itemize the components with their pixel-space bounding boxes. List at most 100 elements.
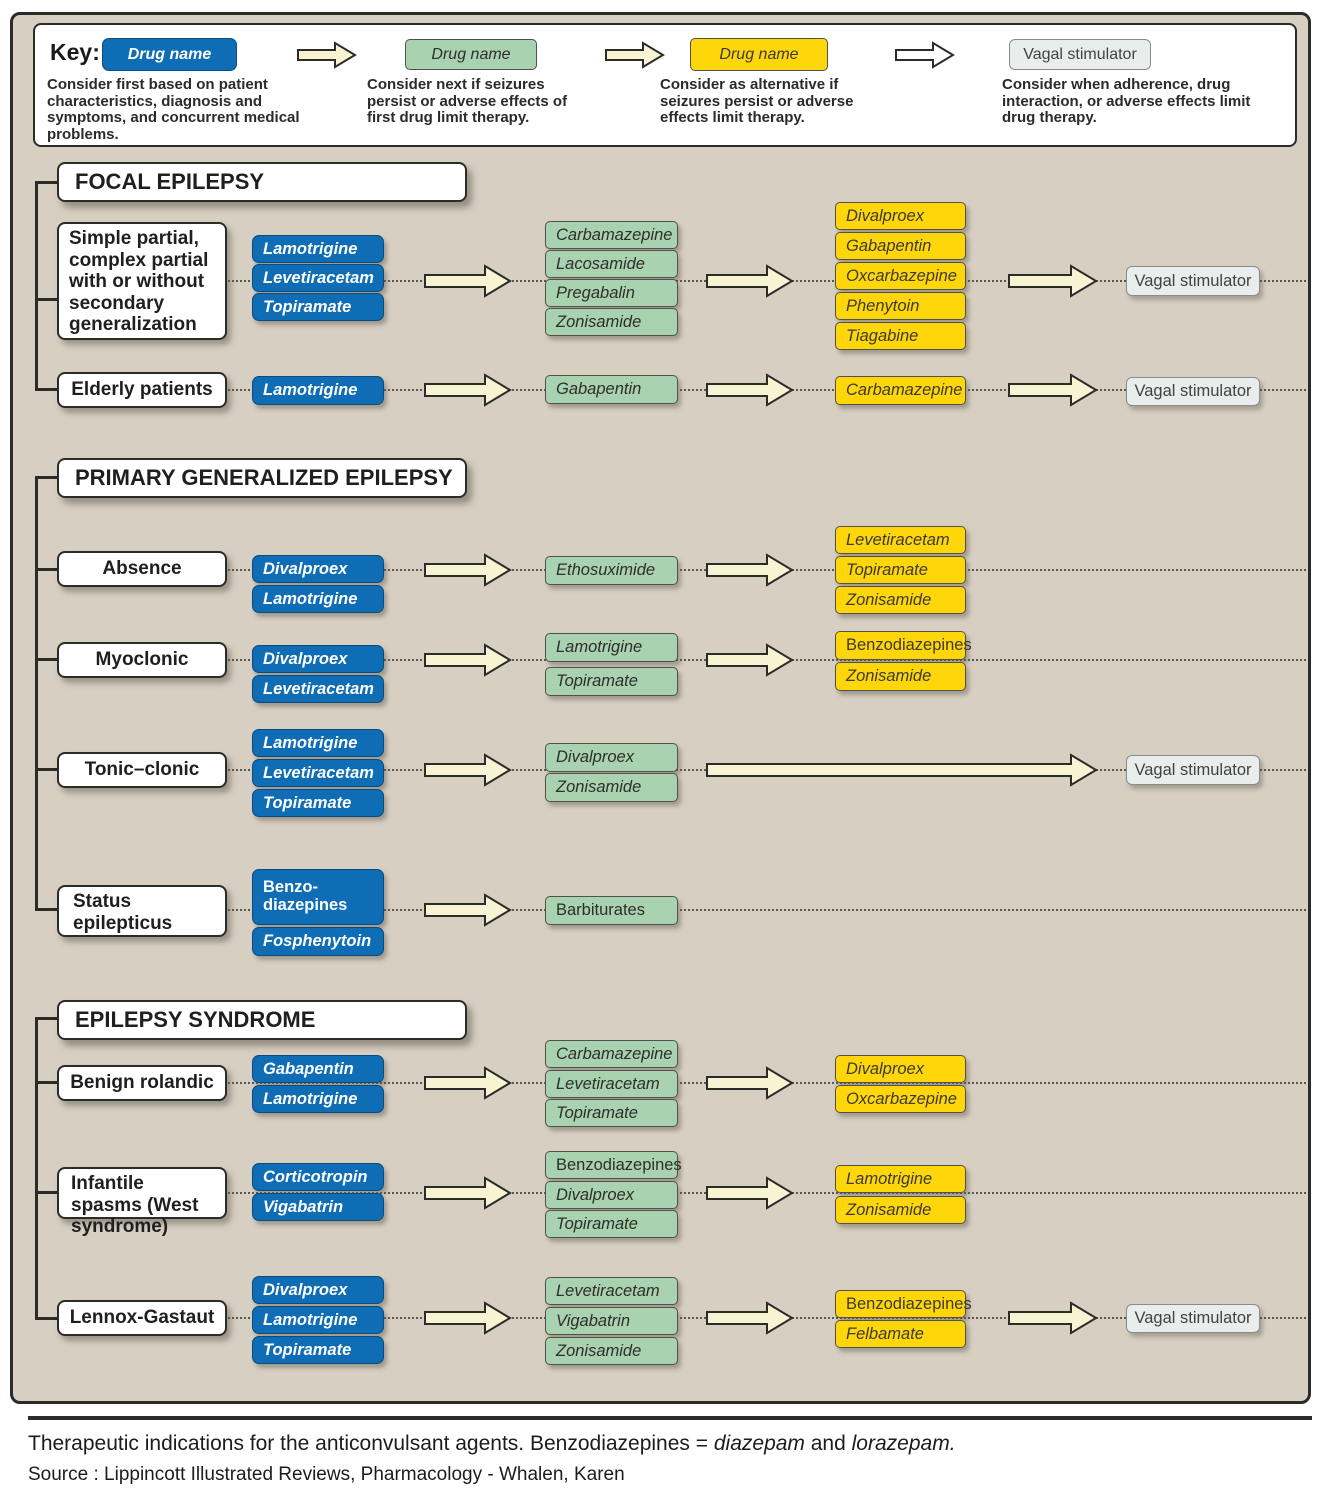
key-first-choice-desc: Consider first based on patient characte… [47, 76, 300, 143]
second-line-drug: Levetiracetam [545, 1277, 678, 1305]
first-line-drug: Fosphenytoin [252, 927, 384, 956]
alternative-drug: Oxcarbazepine [835, 1085, 966, 1113]
alternative-drug: Zonisamide [835, 586, 966, 614]
section-header-primary-generalized: PRIMARY GENERALIZED EPILEPSY [57, 458, 467, 498]
flow-arrow-icon [424, 373, 512, 407]
first-line-drug: Benzo- diazepines [252, 869, 384, 925]
tree-branch [35, 1017, 57, 1020]
second-line-drug: Topiramate [545, 1210, 678, 1238]
flow-arrow-icon [297, 41, 357, 69]
second-line-drug: Levetiracetam [545, 1070, 678, 1098]
alternative-drug: Tiagabine [835, 322, 966, 350]
figure-caption: Therapeutic indications for the anticonv… [28, 1432, 1288, 1456]
tree-line [35, 477, 38, 911]
flow-arrow-icon [706, 643, 794, 677]
second-line-drug: Gabapentin [545, 375, 678, 404]
alternative-drug: Carbamazepine [835, 376, 966, 405]
tree-branch [35, 658, 57, 661]
tree-branch [35, 388, 57, 391]
first-line-drug: Lamotrigine [252, 729, 384, 757]
dotted-connector [228, 909, 1306, 911]
second-line-drug: Carbamazepine [545, 1040, 678, 1068]
second-line-drug: Carbamazepine [545, 221, 678, 249]
flow-arrow-icon [424, 1066, 512, 1100]
tree-branch [35, 768, 57, 771]
alternative-drug: Divalproex [835, 202, 966, 230]
alternative-drug: Oxcarbazepine [835, 262, 966, 290]
section-header-epilepsy-syndrome: EPILEPSY SYNDROME [57, 1000, 467, 1040]
first-line-drug: Divalproex [252, 555, 384, 583]
tree-branch [35, 181, 57, 184]
flow-arrow-icon [605, 41, 665, 69]
source-line: Source : Lippincott Illustrated Reviews,… [28, 1464, 625, 1485]
condition-box: Lennox-Gastaut [57, 1300, 227, 1336]
second-line-drug: Zonisamide [545, 1337, 678, 1365]
alternative-drug: Zonisamide [835, 662, 966, 691]
flow-arrow-icon [895, 41, 955, 69]
caption-drug-diazepam: diazepam [713, 1432, 805, 1455]
second-line-drug: Topiramate [545, 667, 678, 696]
key-alternative-chip: Drug name [690, 38, 828, 71]
tree-branch [35, 1081, 57, 1084]
alternative-drug: Gabapentin [835, 232, 966, 260]
flow-arrow-icon [424, 1176, 512, 1210]
alternative-drug: Lamotrigine [835, 1165, 966, 1193]
caption-text: Therapeutic indications for the anticonv… [28, 1432, 714, 1455]
first-line-drug: Divalproex [252, 1276, 384, 1304]
alternative-drug: Zonisamide [835, 1196, 966, 1224]
first-line-drug: Corticotropin [252, 1163, 384, 1191]
key-second-choice-chip: Drug name [405, 39, 537, 70]
key-label: Key: [50, 39, 100, 65]
second-line-drug: Ethosuximide [545, 556, 678, 585]
flow-arrow-icon [706, 1176, 794, 1210]
first-line-drug: Lamotrigine [252, 235, 384, 263]
tree-branch [35, 298, 57, 301]
tree-branch [35, 1317, 57, 1320]
condition-box: Elderly patients [57, 372, 227, 408]
alternative-drug: Felbamate [835, 1320, 966, 1348]
condition-box: Benign rolandic [57, 1065, 227, 1101]
condition-box: Infantile spasms (West syndrome) [57, 1167, 227, 1237]
condition-box: Simple partial, complex partial with or … [57, 222, 227, 340]
alternative-drug: Topiramate [835, 556, 966, 584]
flow-arrow-icon [706, 553, 794, 587]
key-vagal-desc: Consider when adherence, drug interactio… [1002, 76, 1251, 126]
first-line-drug: Lamotrigine [252, 376, 384, 405]
key-first-choice-chip: Drug name [102, 38, 237, 71]
section-header-focal: FOCAL EPILEPSY [57, 162, 467, 202]
alternative-drug: Levetiracetam [835, 526, 966, 554]
flow-arrow-icon [424, 264, 512, 298]
second-line-drug: Barbiturates [545, 896, 678, 925]
flow-arrow-icon [706, 264, 794, 298]
second-line-drug: Divalproex [545, 1181, 678, 1209]
condition-box: Myoclonic [57, 642, 227, 678]
flow-arrow-icon [424, 753, 512, 787]
key-second-choice-desc: Consider next if seizures persist or adv… [367, 76, 568, 126]
flow-arrow-icon [424, 893, 512, 927]
alternative-drug: Benzodiazepines [835, 631, 972, 660]
flow-arrow-icon [706, 753, 1098, 787]
flow-arrow-icon [424, 553, 512, 587]
vagal-stimulator-box: Vagal stimulator [1126, 377, 1260, 406]
first-line-drug: Topiramate [252, 1336, 384, 1364]
second-line-drug: Benzodiazepines [545, 1151, 682, 1179]
vagal-stimulator-box: Vagal stimulator [1126, 1304, 1260, 1333]
key-panel: Key: Drug name Consider first based on p… [33, 23, 1297, 147]
condition-box: Tonic–clonic [57, 752, 227, 788]
condition-box: Absence [57, 551, 227, 587]
alternative-drug: Benzodiazepines [835, 1290, 972, 1318]
tree-branch [35, 568, 57, 571]
flow-arrow-icon [1008, 264, 1098, 298]
caption-drug-lorazepam: lorazepam. [851, 1432, 956, 1455]
first-line-drug: Lamotrigine [252, 1306, 384, 1334]
second-line-drug: Lacosamide [545, 250, 678, 278]
alternative-drug: Phenytoin [835, 292, 966, 320]
vagal-stimulator-box: Vagal stimulator [1126, 266, 1260, 296]
second-line-drug: Lamotrigine [545, 633, 678, 662]
key-vagal-chip: Vagal stimulator [1009, 39, 1151, 70]
first-line-drug: Lamotrigine [252, 585, 384, 613]
second-line-drug: Zonisamide [545, 773, 678, 802]
flow-arrow-icon [424, 643, 512, 677]
first-line-drug: Topiramate [252, 789, 384, 817]
flow-arrow-icon [424, 1301, 512, 1335]
